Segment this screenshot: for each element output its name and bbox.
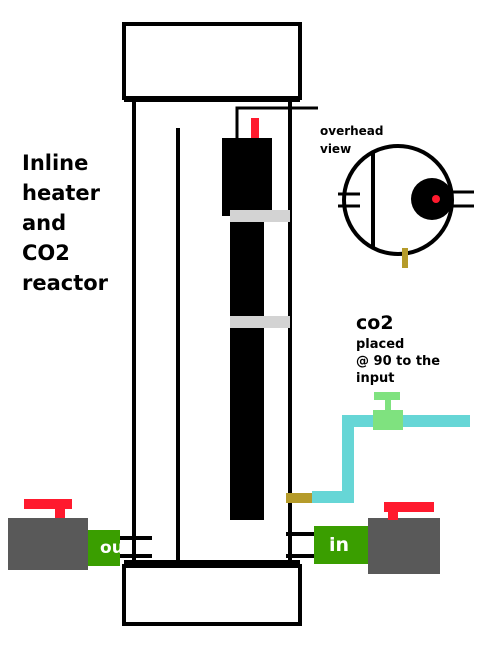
outlet-label: out (100, 538, 132, 558)
co2-valve-body (373, 410, 403, 430)
co2-line (312, 415, 470, 503)
co2-nozzle (286, 493, 312, 503)
overhead-view-label: overhead view (320, 124, 384, 156)
inlet-label: in (328, 534, 350, 556)
outlet-coupling (88, 530, 120, 566)
inlet-valve-body (368, 518, 440, 574)
co2-valve-stem (385, 396, 391, 412)
inlet-coupling (314, 526, 370, 564)
suction-clip-upper (230, 210, 290, 222)
heater-body (230, 216, 264, 520)
co2-label: co2 (356, 312, 394, 334)
outlet-valve-handle (24, 499, 72, 509)
top-cap (122, 22, 302, 100)
inlet-valve-handle (384, 502, 434, 512)
co2-valve-handle (374, 392, 400, 400)
outlet-valve-stem (55, 508, 65, 518)
overhead-co2-nozzle (402, 248, 408, 268)
bottom-cap (122, 564, 302, 626)
diagram-title: Inline heater and CO2 reactor (22, 151, 109, 295)
outlet-valve-body (8, 518, 88, 570)
heater-cord (235, 106, 318, 140)
inlet-valve-stem (388, 510, 398, 520)
overhead-heater-indicator (432, 195, 440, 203)
heater-indicator (251, 118, 259, 138)
heater-head (222, 138, 272, 216)
co2-placement-note: placed @ 90 to the input (356, 337, 441, 386)
suction-clip-lower (230, 316, 290, 328)
overhead-view (338, 144, 474, 268)
